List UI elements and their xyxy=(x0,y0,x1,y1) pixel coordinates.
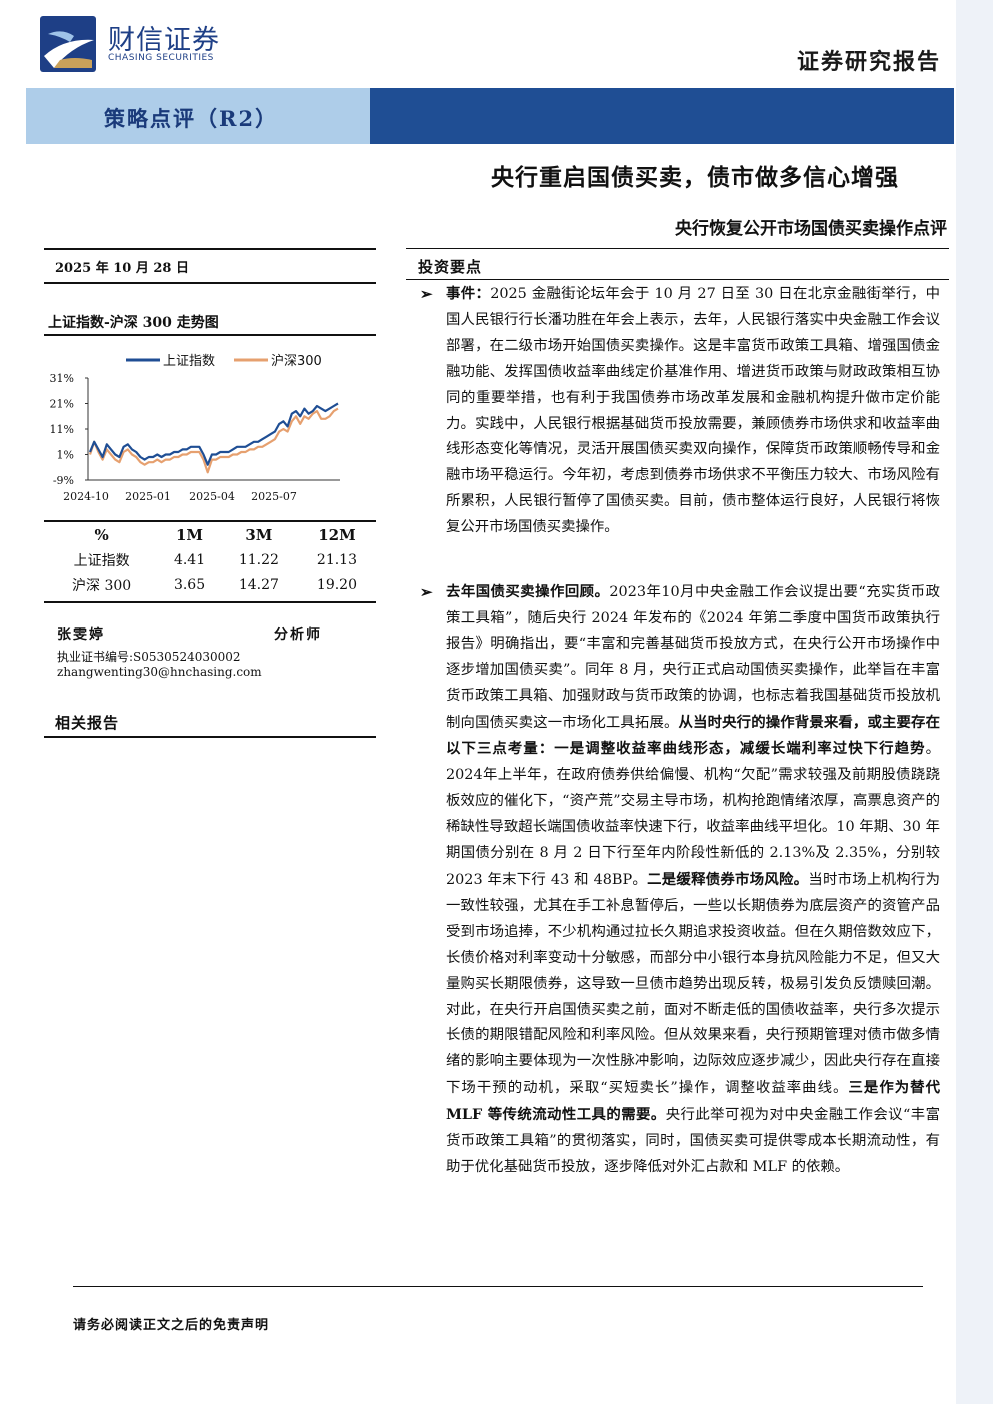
y-tick-label: 21% xyxy=(50,398,74,411)
table-header-row: % 1M 3M 12M xyxy=(44,522,376,547)
paragraph-text: 当时市场上机构行为一致性较强，尤其在手工补息暂停后，一些以长期债券为底层资产的资… xyxy=(446,871,940,1097)
table-cell: 沪深 300 xyxy=(72,577,132,594)
bullet-arrow-icon: ➢ xyxy=(420,583,433,601)
table-header: 3M xyxy=(245,525,273,544)
table-cell: 19.20 xyxy=(316,576,357,593)
y-tick-label: 31% xyxy=(50,372,74,385)
series-line-csi300 xyxy=(88,407,339,474)
divider-related xyxy=(44,736,376,738)
report-date: 2025 年 10 月 28 日 xyxy=(55,261,189,276)
logo-chinese-name: 财信证券 xyxy=(108,25,220,56)
paragraph-bold-text: 三是作为替代 MLF 等传统流动性工具的需要。 xyxy=(446,1079,940,1124)
legend-label: 沪深300 xyxy=(271,353,322,369)
bullet-arrow-icon: ➢ xyxy=(420,285,433,303)
divider-table-bottom xyxy=(44,601,376,603)
paragraph-text: 。2024年上半年，在政府债券供给偏慢、机构“欠配”需求较强及前期股债跷跷板效应… xyxy=(446,741,940,888)
x-tick-label: 2025-07 xyxy=(251,490,297,503)
divider-section-bottom xyxy=(406,279,949,280)
y-tick-label: 1% xyxy=(57,449,74,462)
table-cell: 14.27 xyxy=(238,576,279,593)
related-reports-heading: 相关报告 xyxy=(55,714,120,732)
analyst-cert-number: 执业证书编号:S0530524030002 xyxy=(57,650,241,664)
report-title: 央行重启国债买卖，债市做多信心增强 xyxy=(491,164,899,191)
table-row: 上证指数 4.41 11.22 21.13 xyxy=(44,547,376,572)
report-type: 证券研究报告 xyxy=(796,49,941,75)
chart-x-axis: 2024-10 2025-01 2025-04 2025-07 xyxy=(63,479,340,503)
table-cell: 上证指数 xyxy=(73,552,130,569)
paragraph-lead: 事件： xyxy=(446,285,491,302)
page-edge-strip xyxy=(956,0,993,1404)
chart-title: 上证指数-沪深 300 走势图 xyxy=(48,315,219,331)
paragraph-text: 2023年10月中央金融工作会议提出要“充实货币政策工具箱”，随后央行 2024… xyxy=(446,584,940,731)
category-banner: 策略点评（R2） xyxy=(26,88,954,144)
table-header: % xyxy=(94,525,109,544)
divider-table-top xyxy=(44,520,376,522)
y-tick-label: -9% xyxy=(53,474,74,487)
banner-light-block xyxy=(26,88,370,144)
x-tick-label: 2025-04 xyxy=(189,490,235,503)
banner-dark-block xyxy=(370,88,954,144)
analyst-email[interactable]: zhangwenting30@hnchasing.com xyxy=(57,665,262,679)
divider-chart-title xyxy=(44,334,376,336)
x-tick-label: 2024-10 xyxy=(63,490,109,503)
banner-category: 策略点评（R2） xyxy=(104,106,279,131)
table-header: 1M xyxy=(176,525,204,544)
report-subtitle: 央行恢复公开市场国债买卖操作点评 xyxy=(675,219,947,239)
divider-section-top xyxy=(406,248,949,249)
chart-y-axis: 31% 21% 11% 1% -9% xyxy=(50,372,89,487)
chart-legend: 上证指数 沪深300 xyxy=(126,353,322,369)
paragraph-lead: 去年国债买卖操作回顾。 xyxy=(446,583,610,600)
performance-table: % 1M 3M 12M 上证指数 4.41 11.22 21.13 沪深 300… xyxy=(44,522,376,597)
section-heading: 投资要点 xyxy=(418,258,483,276)
y-tick-label: 11% xyxy=(50,423,74,436)
table-row: 沪深 300 3.65 14.27 19.20 xyxy=(44,572,376,597)
disclaimer[interactable]: 请务必阅读正文之后的免责声明 xyxy=(73,1318,270,1333)
divider-date-bottom xyxy=(44,282,376,284)
x-tick-label: 2025-01 xyxy=(125,490,171,503)
company-logo: 财信证券 CHASING SECURITIES xyxy=(40,16,240,72)
legend-label: 上证指数 xyxy=(163,354,215,369)
divider-date-top xyxy=(44,248,376,250)
series-line-sh-index xyxy=(88,402,339,466)
chart-series xyxy=(88,402,339,474)
paragraph-text: 央行此举可视为对中央金融工作会议“丰富货币政策工具箱”的贯彻落实，同时，国债买卖… xyxy=(446,1107,940,1175)
footer-divider xyxy=(73,1286,923,1287)
logo-mark-icon xyxy=(40,16,96,72)
table-header: 12M xyxy=(318,525,356,544)
paragraph-bold-text: 从当时央行的操作背景来看，或主要存在以下三点考量：一是调整收益率曲线形态，减缓长… xyxy=(446,713,940,758)
paragraph-review: 去年国债买卖操作回顾。2023年10月中央金融工作会议提出要“充实货币政策工具箱… xyxy=(446,579,940,1181)
table-cell: 11.22 xyxy=(238,551,279,568)
table-cell: 3.65 xyxy=(173,576,206,593)
analyst-name: 张雯婷 xyxy=(57,627,105,643)
table-cell: 21.13 xyxy=(316,551,357,568)
table-cell: 4.41 xyxy=(173,551,206,568)
paragraph-bold-text: 二是缓释债券市场风险。 xyxy=(647,870,809,888)
paragraph-event: 事件：2025 金融街论坛年会于 10 月 27 日至 30 日在北京金融街举行… xyxy=(446,281,940,541)
logo-english-name: CHASING SECURITIES xyxy=(108,53,214,63)
paragraph-text: 2025 金融街论坛年会于 10 月 27 日至 30 日在北京金融街举行，中国… xyxy=(446,286,940,536)
analyst-role: 分析师 xyxy=(274,627,322,643)
